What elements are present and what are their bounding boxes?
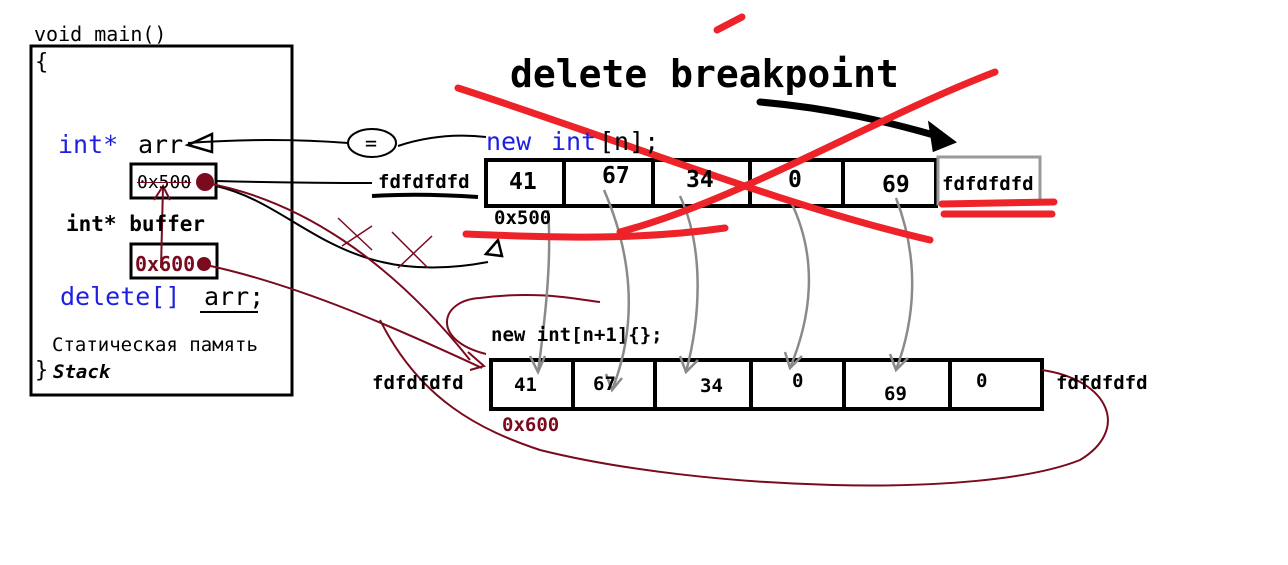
cross-stroke-3 [462,224,729,241]
old-alloc-rest: [n]; [599,127,660,156]
new-cell-4: 69 [884,383,907,405]
old-cell-2: 34 [686,167,714,193]
old-alloc-new: new [486,127,532,156]
cross-stroke-1 [454,84,934,244]
old-cell-1: 67 [602,163,630,189]
copy-arrowhead [604,373,623,393]
new-alloc: new int[n+1]{}; [491,324,663,346]
arr-to-old-array-line [215,180,373,184]
new-array-address: 0x600 [502,414,560,436]
open-brace: { [35,50,49,75]
old-cell-4: 69 [882,172,910,198]
guard-underline [371,192,479,199]
buffer-up-arrow [160,185,164,269]
buffer-address: 0x600 [135,252,196,276]
breakpoint-arrowhead [927,120,958,153]
arr-type: int* [58,130,119,159]
stack-label: Stack [53,361,111,383]
cross-guard-1 [938,198,1058,208]
equals-sign: = [365,131,378,155]
delete-cross [454,13,1058,244]
old-array-outline [484,158,938,208]
new-guard-left: fdfdfdfd [372,372,464,394]
old-array-address: 0x500 [494,207,552,229]
new-guard-right: fdfdfdfd [1056,372,1148,394]
new-cell-0: 41 [514,374,537,396]
delete-keyword: delete[] [60,282,181,311]
copy-arrow-0 [788,199,811,369]
arr-to-new-alloc-curve [215,185,489,269]
buffer-pointer-dot [197,257,211,271]
new-cell-1: 67 [593,373,616,395]
copy-arrow-34 [678,195,699,373]
old-cell-0: 41 [509,169,537,195]
arr-address: 0x500 [137,172,192,193]
copy-arrowhead [888,353,909,373]
arr-name: arr [138,130,184,159]
copy-arrowhead [783,351,803,371]
copy-arrow-67 [602,189,631,391]
buffer-to-new-arc [205,264,483,369]
buffer-declaration: int* buffer [66,212,206,236]
arr-pointer-dot [196,173,214,191]
alloc-arrowhead [483,237,504,258]
buffer-pointer-cell [129,242,219,280]
new-cell-5: 0 [976,370,988,392]
static-memory-label: Статическая память [52,334,258,356]
copy-arrow-41 [536,209,551,373]
new-array-outline [489,358,1044,411]
new-array-head-arrow [467,351,487,371]
new-cell-2: 34 [700,375,723,397]
delete-argument: arr; [204,282,265,311]
equals-bubble [347,128,397,158]
old-guard-left: fdfdfdfd [378,171,470,193]
function-signature: void main() [34,22,167,46]
cross-stroke-2 [616,68,999,236]
arr-to-buffer-arc [205,182,471,361]
copy-arrowhead [678,355,699,375]
breakpoint-arrow-line [756,98,948,142]
new-array-loop [379,293,1109,487]
assign-line [187,139,349,144]
copy-arrowhead [528,355,547,375]
close-brace: } [35,358,49,383]
old-cell-3: 0 [788,167,802,193]
scribble-cross [337,217,433,269]
copy-arrows [528,189,914,393]
new-cell-3: 0 [792,370,804,392]
buffer-up-arrowhead [153,183,171,201]
old-guard-right: fdfdfdfd [942,173,1034,195]
arr-arrowhead [184,132,214,154]
diagram-title: delete breakpoint [510,52,899,96]
copy-arrow-69 [894,197,914,371]
assign-line-right [397,134,487,147]
cross-stroke-4 [713,13,746,34]
pointer-flows [153,182,1109,487]
old-alloc-int: int [551,127,597,156]
new-array-cells [489,358,1044,411]
